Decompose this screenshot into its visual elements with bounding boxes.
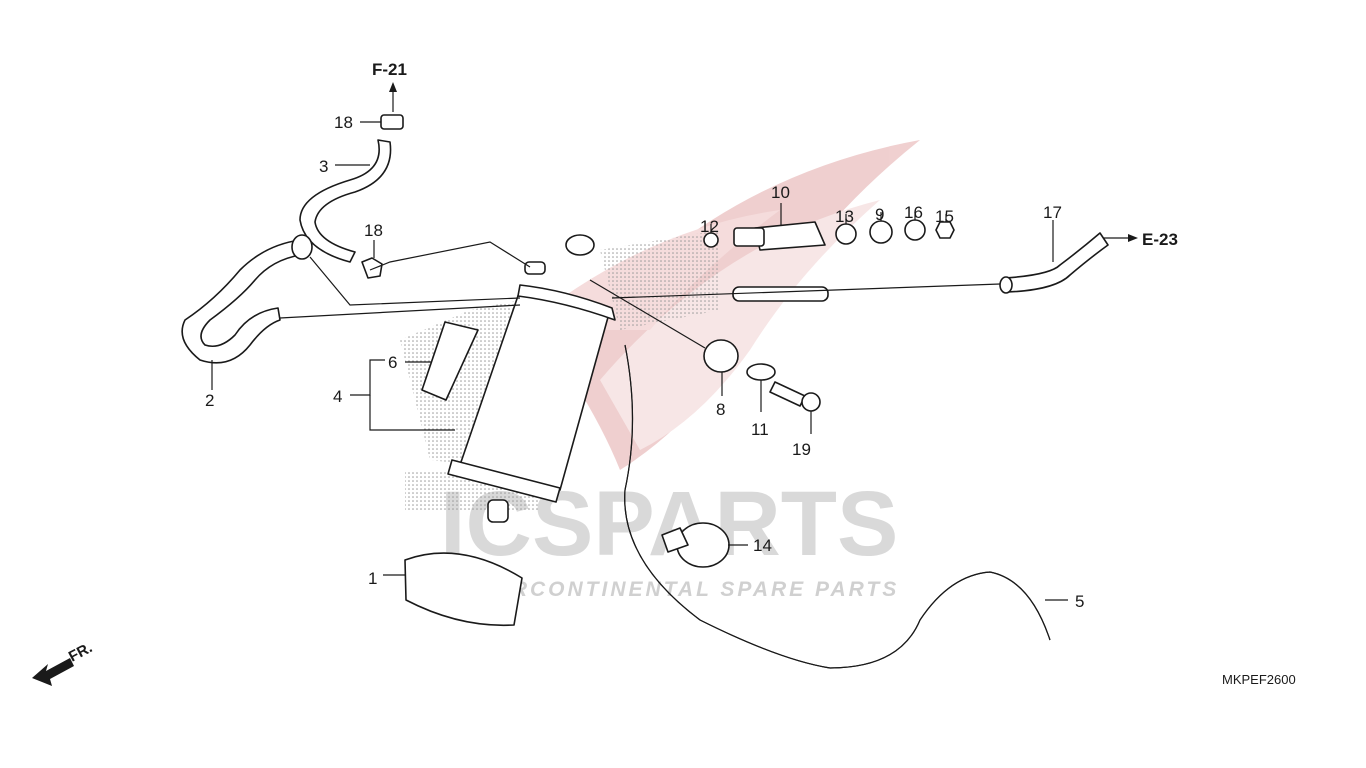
part-13-grommet [835, 223, 857, 245]
callout-3: 3 [319, 157, 328, 176]
part-4-canister-outlet [487, 499, 509, 523]
callout-19: 19 [792, 440, 811, 459]
front-arrow-icon [32, 658, 74, 686]
reference-arrows [389, 82, 1138, 242]
callout-8: 8 [716, 400, 725, 419]
part-10-valve-body [754, 221, 826, 251]
leader-lines [211, 121, 1068, 601]
part-4-canister-mount [565, 234, 595, 256]
watermark-tagline: INTERCONTINENTAL SPARE PARTS [452, 578, 899, 601]
callout-18-lower: 18 [364, 221, 383, 240]
part-19-bolt-shank [769, 381, 806, 407]
callout-17: 17 [1043, 203, 1062, 222]
reference-f21: F-21 [372, 60, 407, 79]
callout-1: 1 [368, 569, 377, 588]
part-8-grommet [703, 339, 739, 373]
callout-11: 11 [751, 420, 769, 439]
callouts: 1 2 3 4 5 6 8 9 10 11 12 13 14 15 16 17 … [205, 113, 1084, 611]
part-18-clip-lower [361, 257, 383, 279]
part-18-clip-upper [380, 114, 404, 130]
callout-5: 5 [1075, 592, 1084, 611]
part-5-hose [624, 344, 1051, 669]
part-2-hose-end [291, 234, 313, 260]
callout-13: 13 [835, 207, 854, 226]
callout-2: 2 [205, 391, 214, 410]
part-4-canister-cap [517, 284, 616, 321]
callout-14: 14 [753, 536, 772, 555]
part-19-bolt-head [801, 392, 821, 412]
part-4-canister-base [447, 459, 561, 503]
part-16-washer [904, 219, 926, 241]
part-6-label [421, 321, 479, 401]
callout-12: 12 [700, 217, 719, 236]
drawing-code: MKPEF2600 [1222, 672, 1296, 687]
callout-18-upper: 18 [334, 113, 353, 132]
callout-15: 15 [935, 207, 954, 226]
part-14-cap-tab [661, 527, 689, 553]
part-3-hose [299, 139, 392, 263]
callout-9: 9 [875, 205, 884, 224]
reference-e23: E-23 [1142, 230, 1178, 249]
callout-16: 16 [904, 203, 923, 222]
callout-10: 10 [771, 183, 790, 202]
part-2-hose [181, 239, 301, 364]
callout-6: 6 [388, 353, 397, 372]
part-9-washer [869, 220, 893, 244]
part-10-valve-connector [733, 227, 765, 247]
connection-lines [279, 241, 1001, 349]
part-15-nut [935, 221, 955, 239]
part-4-canister-port [524, 261, 546, 275]
front-direction-marker: FR. [32, 639, 95, 686]
part-11-collar [746, 363, 776, 381]
part-17-hose-end [999, 276, 1013, 294]
part-10-valve-tube [732, 286, 829, 302]
part-17-hose [1004, 232, 1109, 293]
part-1-band [404, 552, 523, 627]
callout-4: 4 [333, 387, 342, 406]
